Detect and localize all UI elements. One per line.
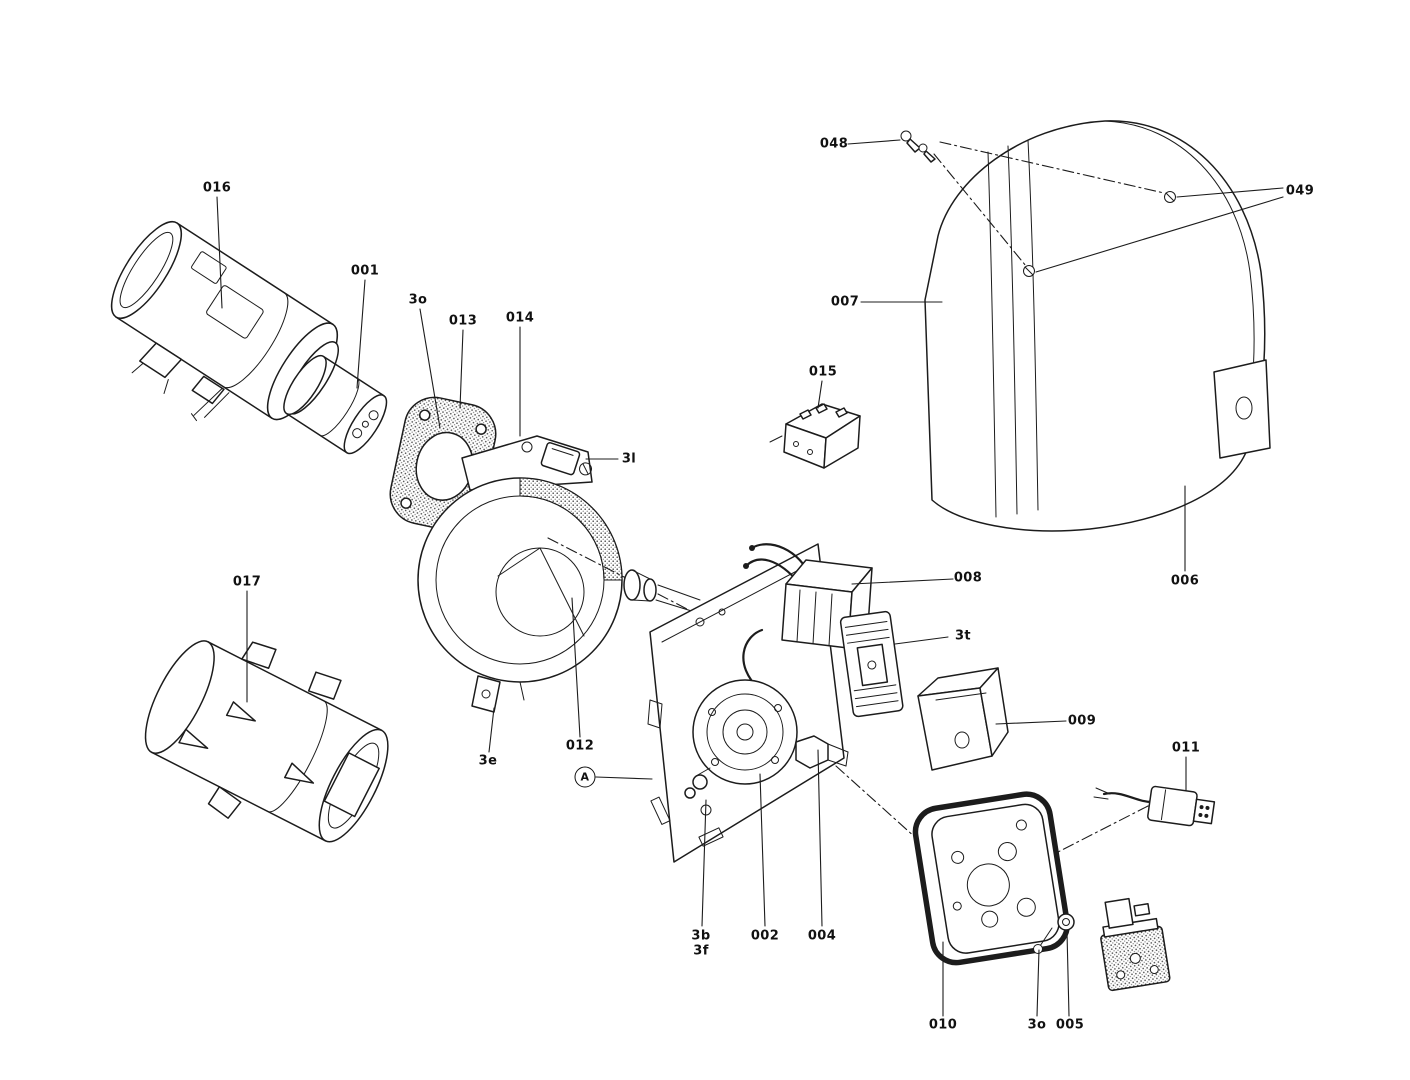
part-label-008: 008 [953, 570, 983, 586]
finned-block-3t [839, 610, 904, 718]
part-label-3o-top: 3o [408, 292, 428, 308]
part-label-013: 013 [448, 313, 478, 329]
part-label-3e: 3e [478, 753, 498, 769]
nut-005 [1057, 913, 1075, 931]
ignition-transformer-008 [781, 559, 873, 649]
part-label-048: 048 [819, 136, 849, 152]
part-label-004: 004 [807, 928, 837, 944]
part-label-001: 001 [350, 263, 380, 279]
coupling-3b-3f [684, 767, 711, 799]
screws-048 [900, 130, 1165, 267]
part-label-012: 012 [565, 738, 595, 754]
part-label-015: 015 [808, 364, 838, 380]
spindle-assembly [547, 537, 713, 623]
pump-004 [795, 735, 849, 769]
part-label-014: 014 [505, 310, 535, 326]
part-label-011: 011 [1171, 740, 1201, 756]
insulation-tube-017 [144, 640, 389, 843]
part-label-3t: 3t [954, 628, 972, 644]
bracket-3l [540, 442, 593, 476]
part-label-007: 007 [830, 294, 860, 310]
part-label-017: 017 [232, 574, 262, 590]
connector-011 [1057, 785, 1216, 853]
part-label-009: 009 [1067, 713, 1097, 729]
bolt-3o [1033, 927, 1053, 954]
part-label-3f: 3f [693, 943, 709, 959]
solenoid-valve-005 [1100, 897, 1171, 992]
assembly-axis-line [835, 765, 917, 839]
motor-002 [692, 679, 798, 785]
part-label-3o-bottom: 3o [1027, 1017, 1047, 1033]
part-label-002: 002 [750, 928, 780, 944]
part-label-005: 005 [1055, 1017, 1085, 1033]
part-label-010: 010 [928, 1017, 958, 1033]
control-box-015 [769, 403, 861, 469]
leader-lines [216, 139, 1284, 1017]
coupling-001 [283, 354, 388, 455]
burner-cover-007 [924, 120, 1271, 532]
air-intake-housing-010 [912, 791, 1071, 966]
mounting-plate-assembly [647, 543, 904, 863]
part-label-016: 016 [202, 180, 232, 196]
detail-marker-a: A [574, 766, 596, 788]
part-label-3l: 3l [621, 451, 637, 467]
part-label-3b: 3b [691, 928, 711, 944]
part-label-006: 006 [1170, 573, 1200, 589]
screws-049 [1023, 191, 1176, 277]
part-label-049: 049 [1285, 183, 1315, 199]
cover-box-009 [917, 667, 1009, 771]
